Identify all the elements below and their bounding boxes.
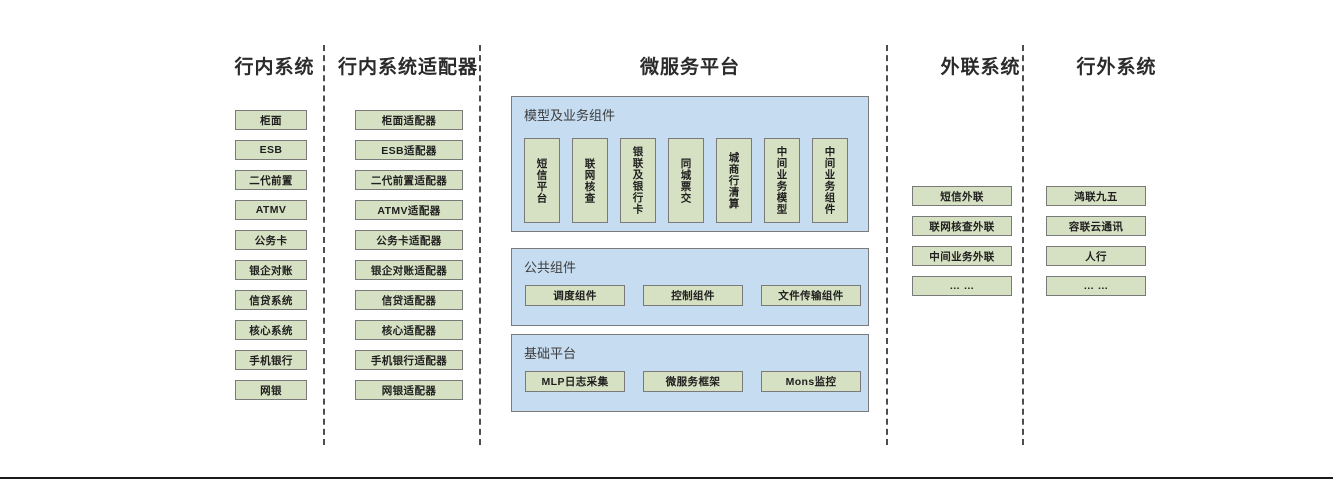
node-inbank-7[interactable]: 信贷系统 [235,290,307,310]
node-adapters-3[interactable]: 二代前置适配器 [355,170,463,190]
node-public-components-3[interactable]: 文件传输组件 [761,285,861,306]
panel-title-public-components: 公共组件 [524,260,577,275]
node-public-components-2[interactable]: 控制组件 [643,285,743,306]
node-adapters-6[interactable]: 银企对账适配器 [355,260,463,280]
node-base-platform-2[interactable]: 微服务框架 [643,371,743,392]
node-adapters-8[interactable]: 核心适配器 [355,320,463,340]
node-external-link-2[interactable]: 联网核查外联 [912,216,1012,236]
node-inbank-9[interactable]: 手机银行 [235,350,307,370]
panel-title-model-business: 模型及业务组件 [524,108,616,123]
node-outbank-4[interactable]: … … [1046,276,1146,296]
node-model-business-3[interactable]: 银联及银行卡 [620,138,656,223]
column-separator-1 [323,45,325,445]
node-model-business-7[interactable]: 中间业务组件 [812,138,848,223]
column-title-platform: 微服务平台 [639,57,740,78]
node-external-link-3[interactable]: 中间业务外联 [912,246,1012,266]
node-adapters-2[interactable]: ESB适配器 [355,140,463,160]
panel-title-base-platform: 基础平台 [524,346,577,361]
node-model-business-5[interactable]: 城商行清算 [716,138,752,223]
column-separator-2 [479,45,481,445]
node-adapters-9[interactable]: 手机银行适配器 [355,350,463,370]
node-inbank-2[interactable]: ESB [235,140,307,160]
node-inbank-5[interactable]: 公务卡 [235,230,307,250]
node-inbank-3[interactable]: 二代前置 [235,170,307,190]
node-adapters-7[interactable]: 信贷适配器 [355,290,463,310]
column-separator-3 [886,45,888,445]
node-external-link-4[interactable]: … … [912,276,1012,296]
node-outbank-2[interactable]: 容联云通讯 [1046,216,1146,236]
node-inbank-10[interactable]: 网银 [235,380,307,400]
node-adapters-4[interactable]: ATMV适配器 [355,200,463,220]
node-adapters-5[interactable]: 公务卡适配器 [355,230,463,250]
node-model-business-2[interactable]: 联网核查 [572,138,608,223]
node-inbank-6[interactable]: 银企对账 [235,260,307,280]
node-public-components-1[interactable]: 调度组件 [525,285,625,306]
node-external-link-1[interactable]: 短信外联 [912,186,1012,206]
column-title-external-link: 外联系统 [940,57,1021,78]
node-outbank-1[interactable]: 鸿联九五 [1046,186,1146,206]
node-inbank-8[interactable]: 核心系统 [235,320,307,340]
column-separator-4 [1022,45,1024,445]
node-outbank-3[interactable]: 人行 [1046,246,1146,266]
node-adapters-10[interactable]: 网银适配器 [355,380,463,400]
node-model-business-1[interactable]: 短信平台 [524,138,560,223]
bottom-divider [0,477,1333,479]
node-base-platform-1[interactable]: MLP日志采集 [525,371,625,392]
node-inbank-4[interactable]: ATMV [235,200,307,220]
column-title-outbank: 行外系统 [1076,57,1157,78]
node-base-platform-3[interactable]: Mons监控 [761,371,861,392]
column-title-adapters: 行内系统适配器 [337,57,478,78]
node-inbank-1[interactable]: 柜面 [235,110,307,130]
node-adapters-1[interactable]: 柜面适配器 [355,110,463,130]
column-title-inbank: 行内系统 [234,57,315,78]
node-model-business-6[interactable]: 中间业务模型 [764,138,800,223]
node-model-business-4[interactable]: 同城票交 [668,138,704,223]
